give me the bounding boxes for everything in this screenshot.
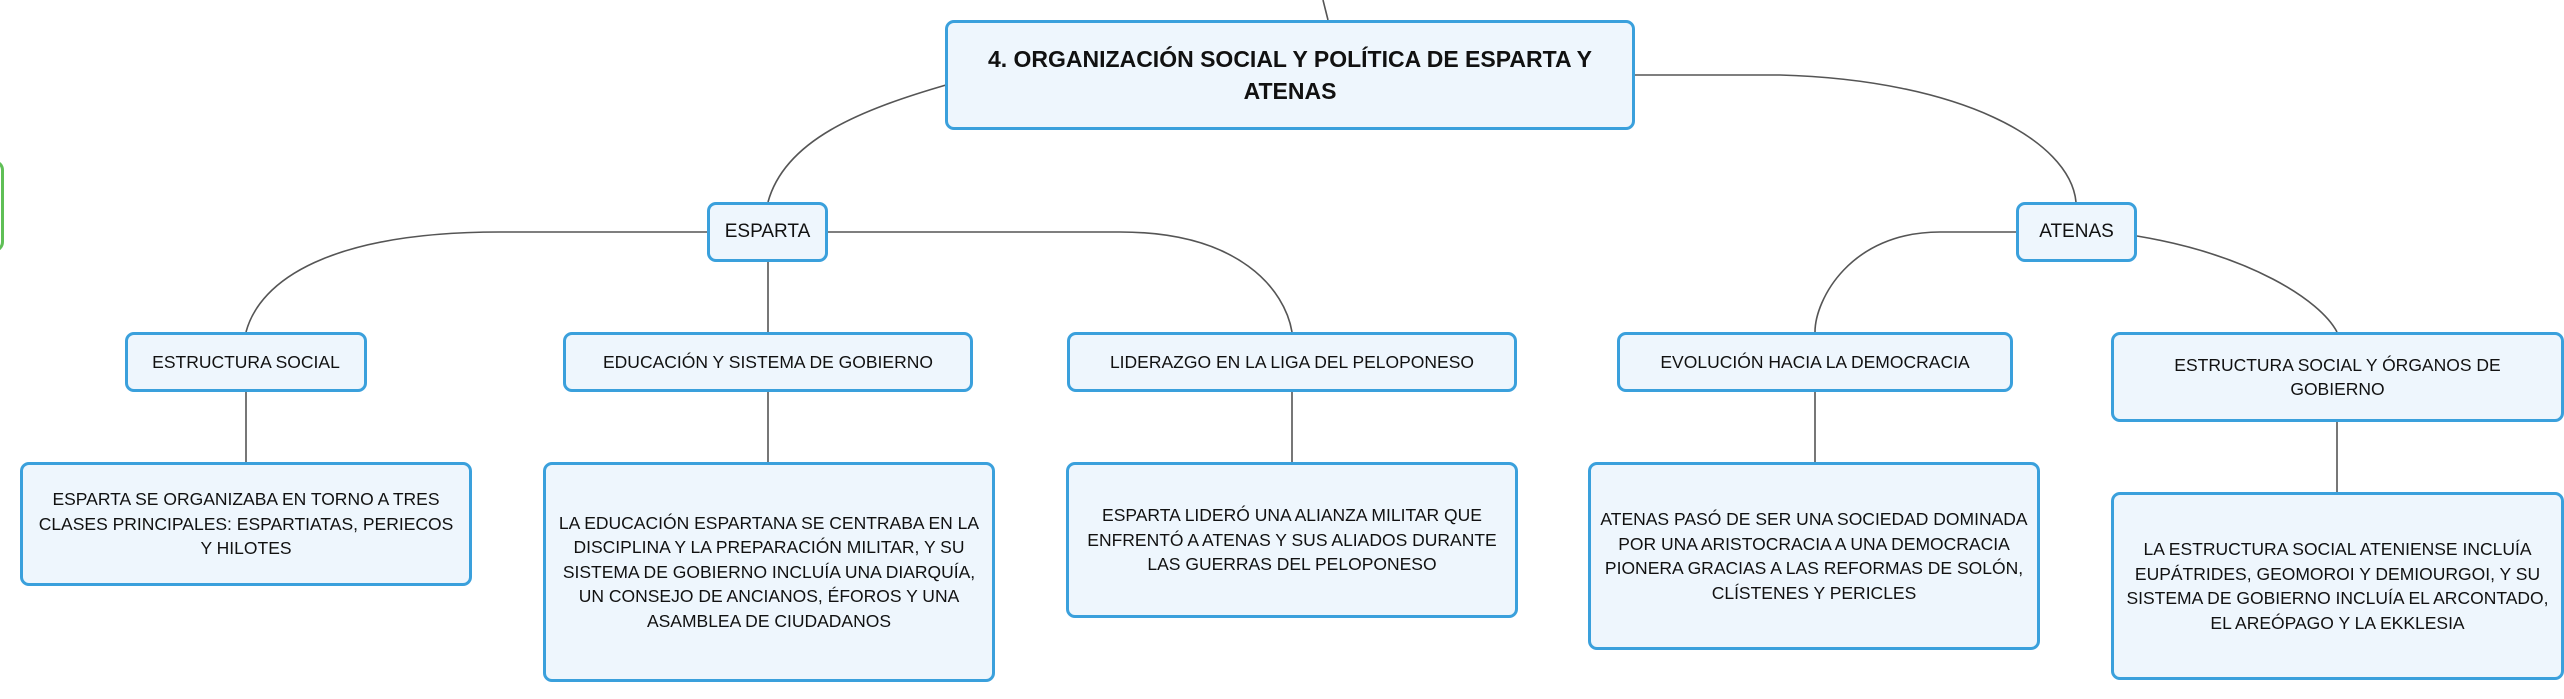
root-topic-label: 4. ORGANIZACIÓN SOCIAL Y POLÍTICA DE ESP…: [987, 45, 1593, 104]
detail-esparta-liderazgo[interactable]: ESPARTA LIDERÓ UNA ALIANZA MILITAR QUE E…: [1066, 462, 1518, 618]
detail-text: ESPARTA SE ORGANIZABA EN TORNO A TRES CL…: [38, 489, 454, 559]
connector-esparta-liderazgo: [828, 231, 1293, 333]
connector-root-parent: [1322, 0, 1329, 21]
connector-atenas-evolucion: [1814, 231, 2016, 333]
detail-text: LA ESTRUCTURA SOCIAL ATENIENSE INCLUÍA E…: [2126, 539, 2549, 633]
detail-text: ESPARTA LIDERÓ UNA ALIANZA MILITAR QUE E…: [1087, 505, 1497, 575]
root-topic[interactable]: 4. ORGANIZACIÓN SOCIAL Y POLÍTICA DE ESP…: [945, 20, 1635, 130]
topic-atenas[interactable]: ATENAS: [2016, 202, 2137, 262]
subtopic-label: EVOLUCIÓN HACIA LA DEMOCRACIA: [1660, 351, 1970, 372]
subtopic-esparta-liderazgo[interactable]: LIDERAZGO EN LA LIGA DEL PELOPONESO: [1067, 332, 1517, 392]
detail-atenas-evolucion-democracia[interactable]: ATENAS PASÓ DE SER UNA SOCIEDAD DOMINADA…: [1588, 462, 2040, 650]
connector-esparta-estructura: [245, 231, 707, 333]
detail-text: ATENAS PASÓ DE SER UNA SOCIEDAD DOMINADA…: [1600, 509, 2028, 603]
topic-esparta-label: ESPARTA: [724, 220, 811, 242]
subtopic-label: EDUCACIÓN Y SISTEMA DE GOBIERNO: [603, 351, 933, 372]
subtopic-esparta-estructura-social[interactable]: ESTRUCTURA SOCIAL: [125, 332, 367, 392]
subtopic-label: ESTRUCTURA SOCIAL Y ÓRGANOS DE GOBIERNO: [2174, 354, 2501, 400]
topic-esparta[interactable]: ESPARTA: [707, 202, 828, 262]
detail-atenas-estructura-organos[interactable]: LA ESTRUCTURA SOCIAL ATENIENSE INCLUÍA E…: [2111, 492, 2564, 680]
side-tab[interactable]: [0, 160, 4, 252]
detail-text: LA EDUCACIÓN ESPARTANA SE CENTRABA EN LA…: [558, 512, 980, 631]
connector-atenas-estructura: [2136, 235, 2338, 333]
subtopic-atenas-evolucion-democracia[interactable]: EVOLUCIÓN HACIA LA DEMOCRACIA: [1617, 332, 2013, 392]
connector-root-atenas: [1635, 74, 2077, 203]
subtopic-label: ESTRUCTURA SOCIAL: [152, 351, 340, 372]
connector-root-esparta: [767, 84, 947, 203]
subtopic-esparta-educacion-gobierno[interactable]: EDUCACIÓN Y SISTEMA DE GOBIERNO: [563, 332, 973, 392]
detail-esparta-educacion-gobierno[interactable]: LA EDUCACIÓN ESPARTANA SE CENTRABA EN LA…: [543, 462, 995, 682]
subtopic-atenas-estructura-organos[interactable]: ESTRUCTURA SOCIAL Y ÓRGANOS DE GOBIERNO: [2111, 332, 2564, 422]
subtopic-label: LIDERAZGO EN LA LIGA DEL PELOPONESO: [1109, 351, 1475, 372]
topic-atenas-label: ATENAS: [2039, 220, 2114, 242]
detail-esparta-estructura-social[interactable]: ESPARTA SE ORGANIZABA EN TORNO A TRES CL…: [20, 462, 472, 586]
